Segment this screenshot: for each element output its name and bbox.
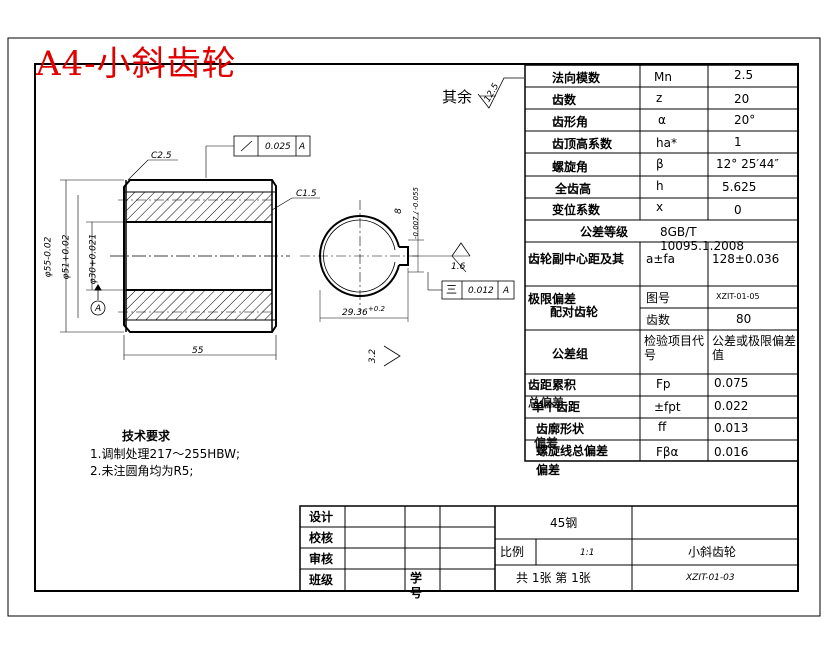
datum-a-label: A (95, 304, 102, 314)
inspection-label: 螺旋线总偏差 (536, 444, 609, 458)
accuracy-label: 公差等级 (580, 225, 629, 239)
tb-drawing-no: XZIT-01-03 (686, 573, 735, 583)
tb-check: 校核 (309, 531, 334, 545)
param-symbol: x (656, 200, 664, 214)
inspection-value: 0.013 (714, 421, 749, 435)
center-distance-symbol: a±fa (646, 252, 675, 266)
param-label: 齿形角 (552, 115, 589, 129)
dim-length: 55 (192, 346, 204, 356)
runout-value: 0.025 (265, 142, 291, 152)
param-label: 螺旋角 (552, 160, 589, 174)
inspection-symbol: ff (658, 420, 667, 434)
dim-bore-diameter: φ30+0.021 (88, 233, 99, 285)
inspection-symbol: Fp (656, 377, 671, 391)
accuracy-value2: 10095.1.2008 (660, 239, 744, 253)
overlap-text: 偏差 (536, 463, 561, 477)
dim-pitch-diameter: φ51+0.02 (61, 234, 72, 280)
inspection-value: 0.075 (714, 376, 749, 390)
param-label: 齿数 (552, 93, 577, 107)
tech-req-item: 1.调制处理217～255HBW; (90, 447, 240, 461)
inspection-symbol: ±fpt (654, 400, 681, 414)
dim-outer-diameter: φ55-0.02 (43, 236, 54, 278)
param-symbol: h (656, 179, 664, 193)
param-value: 2.5 (734, 68, 754, 82)
param-symbol: z (656, 91, 663, 105)
tolerance-group-label: 公差组 (552, 347, 589, 361)
mating-gear-label: 配对齿轮 (550, 305, 599, 319)
center-distance-label: 齿轮副中心距及其 (528, 252, 625, 266)
tb-part-name: 小斜齿轮 (688, 545, 737, 559)
gear-section-view (60, 135, 320, 360)
bore-end-view (300, 200, 515, 367)
inspection-label: 齿距累积 (528, 378, 577, 392)
param-value: 0 (734, 203, 742, 217)
drawing-title: A4-小斜齿轮 (36, 44, 237, 84)
param-symbol: ha* (656, 136, 677, 150)
inspection-label: 齿廓形状 (536, 422, 585, 436)
tolerance-item-label: 检验项目代号 (644, 334, 705, 362)
param-value: 1 (734, 135, 742, 149)
roughness-symbol (477, 77, 524, 109)
param-label: 法向模数 (552, 71, 601, 85)
param-symbol: Mn (654, 70, 672, 84)
title-block (299, 505, 799, 592)
inspection-symbol: Fβα (656, 445, 679, 459)
dim-keyway-width: 8 (393, 208, 404, 214)
accuracy-value1: 8GB/T (660, 225, 697, 239)
chamfer-right: C1.5 (296, 189, 317, 199)
tb-design: 设计 (309, 510, 334, 524)
param-value: 5.625 (722, 180, 757, 194)
mating-drawing-no-label: 图号 (646, 291, 671, 305)
param-label: 全齿高 (555, 182, 592, 196)
param-value: 20° (734, 113, 756, 127)
mating-teeth-label: 齿数 (646, 313, 671, 327)
tech-req-item: 2.未注圆角均为R5; (90, 464, 194, 478)
tb-material: 45钢 (550, 516, 578, 530)
inspection-value: 0.016 (714, 445, 749, 459)
center-distance-value: 128±0.036 (712, 252, 780, 266)
param-symbol: α (658, 113, 666, 127)
mating-teeth: 80 (736, 312, 752, 326)
dim-keyway-tol: -0.007 / -0.055 (411, 187, 420, 239)
roughness-1-6: 1.6 (451, 262, 466, 272)
param-label: 变位系数 (552, 203, 601, 217)
tb-review: 审核 (309, 552, 334, 566)
symmetry-symbol: 三 (446, 283, 457, 296)
tech-req-title: 技术要求 (122, 429, 171, 443)
overlap-text: 偏差 (534, 436, 559, 450)
tb-student-no: 学号 (410, 571, 423, 600)
inspection-label: 单个齿距 (532, 400, 581, 414)
dim-keyway-depth: 29.36 (342, 308, 368, 318)
roughness-label: 其余 (442, 88, 473, 106)
param-value: 20 (734, 92, 750, 106)
center-distance-label2: 极限偏差 (528, 292, 577, 306)
overlap-text: 总偏差 (528, 396, 565, 410)
parameter-table (524, 64, 799, 462)
symmetry-value: 0.012 (468, 286, 494, 296)
tb-sheets: 共 1张 第 1张 (516, 571, 591, 585)
dim-keyway-depth-tol: +0.2 (368, 305, 385, 313)
inspection-value: 0.022 (714, 399, 749, 413)
tb-class: 班级 (309, 573, 334, 587)
mating-drawing-no: XZIT-01-05 (716, 292, 760, 301)
roughness-3-2: 3.2 (368, 348, 379, 364)
tb-scale-label: 比例 (500, 545, 525, 559)
param-label: 齿顶高系数 (552, 137, 613, 151)
tolerance-value-label: 公差或极限偏差值 (712, 334, 797, 362)
param-symbol: β (656, 157, 664, 171)
chamfer-left: C2.5 (151, 151, 172, 161)
symmetry-datum: A (503, 286, 510, 296)
tb-scale: 1:1 (580, 548, 595, 558)
param-value: 12° 25′44″ (716, 157, 779, 171)
runout-datum: A (299, 142, 306, 152)
